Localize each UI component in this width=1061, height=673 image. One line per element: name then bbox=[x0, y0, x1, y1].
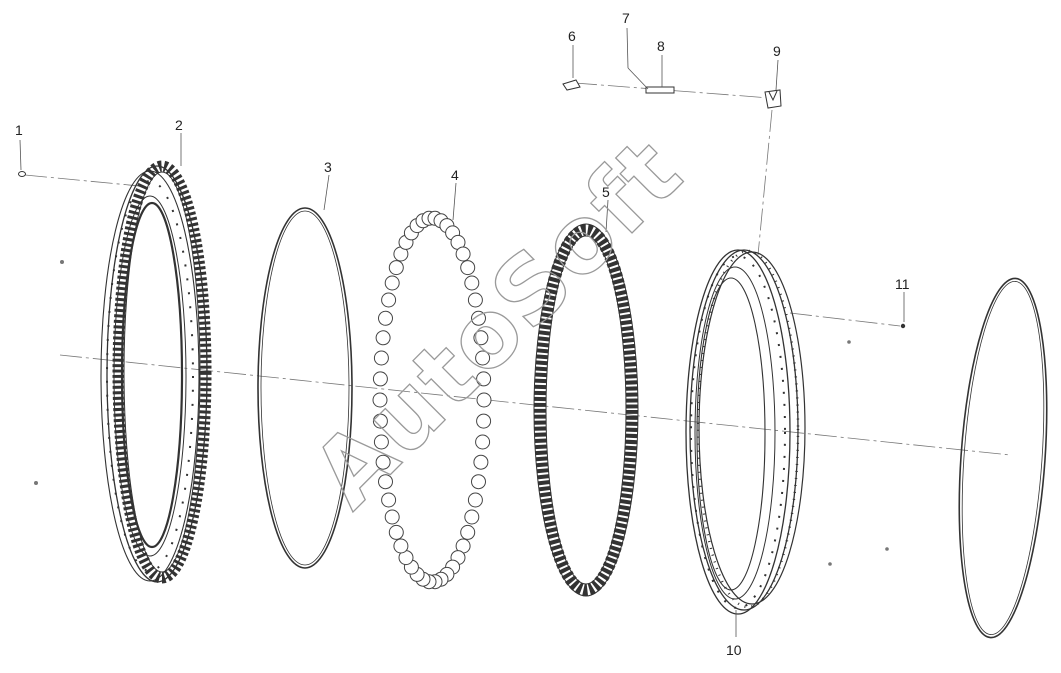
ball-element bbox=[381, 292, 397, 308]
callout-1: 1 bbox=[15, 122, 23, 138]
ball-element bbox=[467, 292, 483, 308]
callout-4: 4 bbox=[451, 167, 459, 183]
ball-element bbox=[460, 260, 476, 276]
part-10-inner-ring bbox=[685, 249, 806, 615]
ball-element bbox=[464, 275, 480, 291]
callout-3: 3 bbox=[324, 159, 332, 175]
ball-element bbox=[375, 330, 391, 346]
callout-9: 9 bbox=[773, 43, 781, 59]
ball-element bbox=[384, 509, 400, 525]
loose-fasteners bbox=[34, 260, 889, 566]
ball-element bbox=[476, 392, 492, 408]
part-8-pin bbox=[645, 86, 675, 94]
ball-element bbox=[378, 474, 393, 490]
part-6-plug bbox=[562, 79, 581, 91]
leader-lines bbox=[19, 27, 905, 637]
callout-8: 8 bbox=[657, 38, 665, 54]
watermark: AutoSoft bbox=[292, 117, 704, 529]
ball-element bbox=[373, 434, 389, 450]
ball-element bbox=[388, 524, 404, 540]
part-4-ball-ring bbox=[372, 210, 492, 590]
part-1-bolt bbox=[18, 171, 26, 177]
ball-element bbox=[455, 246, 471, 262]
ball-element bbox=[378, 310, 393, 326]
ball-element bbox=[471, 474, 486, 490]
ball-element bbox=[373, 350, 389, 366]
callout-10: 10 bbox=[726, 642, 742, 658]
part-9-block bbox=[764, 89, 782, 109]
part-2-gear-ring bbox=[100, 160, 212, 584]
callout-11: 11 bbox=[895, 276, 910, 292]
ball-element bbox=[460, 524, 476, 540]
ball-element bbox=[467, 492, 483, 508]
callout-2: 2 bbox=[175, 117, 183, 133]
ball-element bbox=[375, 454, 391, 470]
ball-element bbox=[473, 454, 489, 470]
outer-seal-ring bbox=[958, 277, 1048, 639]
ball-element bbox=[473, 330, 489, 346]
callout-5: 5 bbox=[602, 184, 610, 200]
part-11-fastener bbox=[900, 323, 906, 329]
ball-element bbox=[476, 371, 492, 387]
ball-element bbox=[381, 492, 397, 508]
part-3-seal-ring bbox=[257, 207, 353, 569]
ball-element bbox=[388, 260, 404, 276]
callout-6: 6 bbox=[568, 28, 576, 44]
ball-element bbox=[372, 413, 388, 429]
ball-element bbox=[384, 275, 400, 291]
ball-element bbox=[471, 310, 486, 326]
ball-element bbox=[464, 509, 480, 525]
ball-element bbox=[476, 413, 492, 429]
ball-element bbox=[372, 392, 388, 408]
ball-element bbox=[475, 350, 491, 366]
ball-element bbox=[393, 538, 409, 554]
watermark-text: AutoSoft bbox=[293, 118, 703, 528]
callout-7: 7 bbox=[622, 10, 630, 26]
ball-element bbox=[372, 371, 388, 387]
callout-labels: 1 2 3 4 5 6 7 8 9 10 11 bbox=[15, 10, 910, 658]
ball-element bbox=[475, 434, 491, 450]
part-5-roller-ring bbox=[533, 223, 639, 597]
